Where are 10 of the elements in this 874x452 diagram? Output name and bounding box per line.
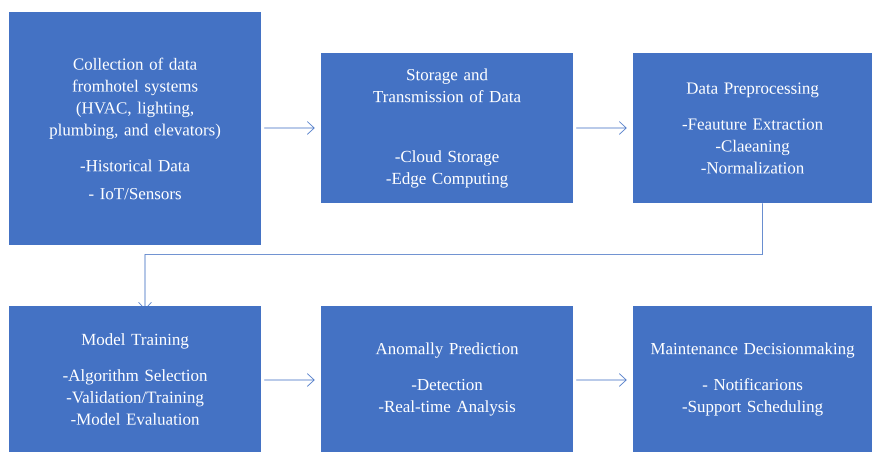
process-box: Storage and Transmission of Data -Cloud Storage -Edge Computing	[321, 53, 573, 203]
arrow	[264, 373, 315, 387]
process-box: Maintenance Decisionmaking - Notificarions -Support Scheduling	[633, 306, 872, 452]
process-box: Anomally Prediction -Detection -Real-time Analysis	[321, 306, 573, 452]
process-box: Data Preprocessing -Feauture Extraction -Claeaning -Normalization	[633, 53, 872, 203]
process-box: Collection of data fromhotel systems (HVAC, lighting, plumbing, and elevators) -Historical Data - IoT/Sensors	[9, 12, 261, 245]
arrow	[264, 121, 315, 135]
arrow	[576, 373, 627, 387]
process-box: Model Training -Algorithm Selection -Validation/Training -Model Evaluation	[9, 306, 261, 452]
arrow	[576, 121, 627, 135]
